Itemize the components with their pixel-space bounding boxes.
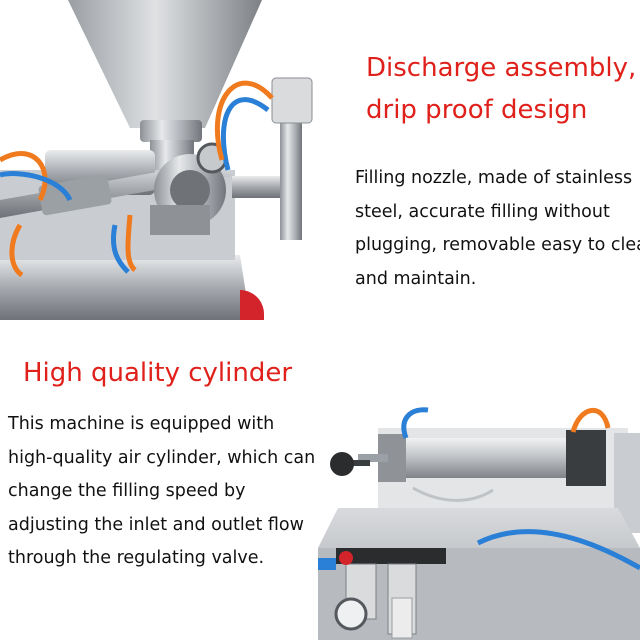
description-line: high-quality air cylinder, which can xyxy=(8,447,316,468)
description-line: Filling nozzle, made of stainless xyxy=(355,168,633,188)
description-line: adjusting the inlet and outlet flow xyxy=(8,514,304,535)
section-top-heading-line2: drip proof design xyxy=(366,95,588,125)
description-line: plugging, removable easy to clea xyxy=(355,235,640,255)
air-cylinder-photo xyxy=(318,398,640,640)
description-line: and maintain. xyxy=(355,268,477,289)
discharge-assembly-photo xyxy=(0,0,340,320)
section-bottom-description: This machine is equipped with high-quali… xyxy=(8,408,315,576)
description-line: change the filling speed by xyxy=(8,481,246,501)
section-top-description: Filling nozzle, made of stainless steel,… xyxy=(355,162,640,296)
section-bottom-heading: High quality cylinder xyxy=(23,358,293,388)
section-top-heading-line1: Discharge assembly, xyxy=(366,53,637,83)
description-line: through the regulating valve. xyxy=(8,548,265,568)
description-line: steel, accurate filling without xyxy=(355,201,610,222)
description-line: This machine is equipped with xyxy=(8,414,275,434)
